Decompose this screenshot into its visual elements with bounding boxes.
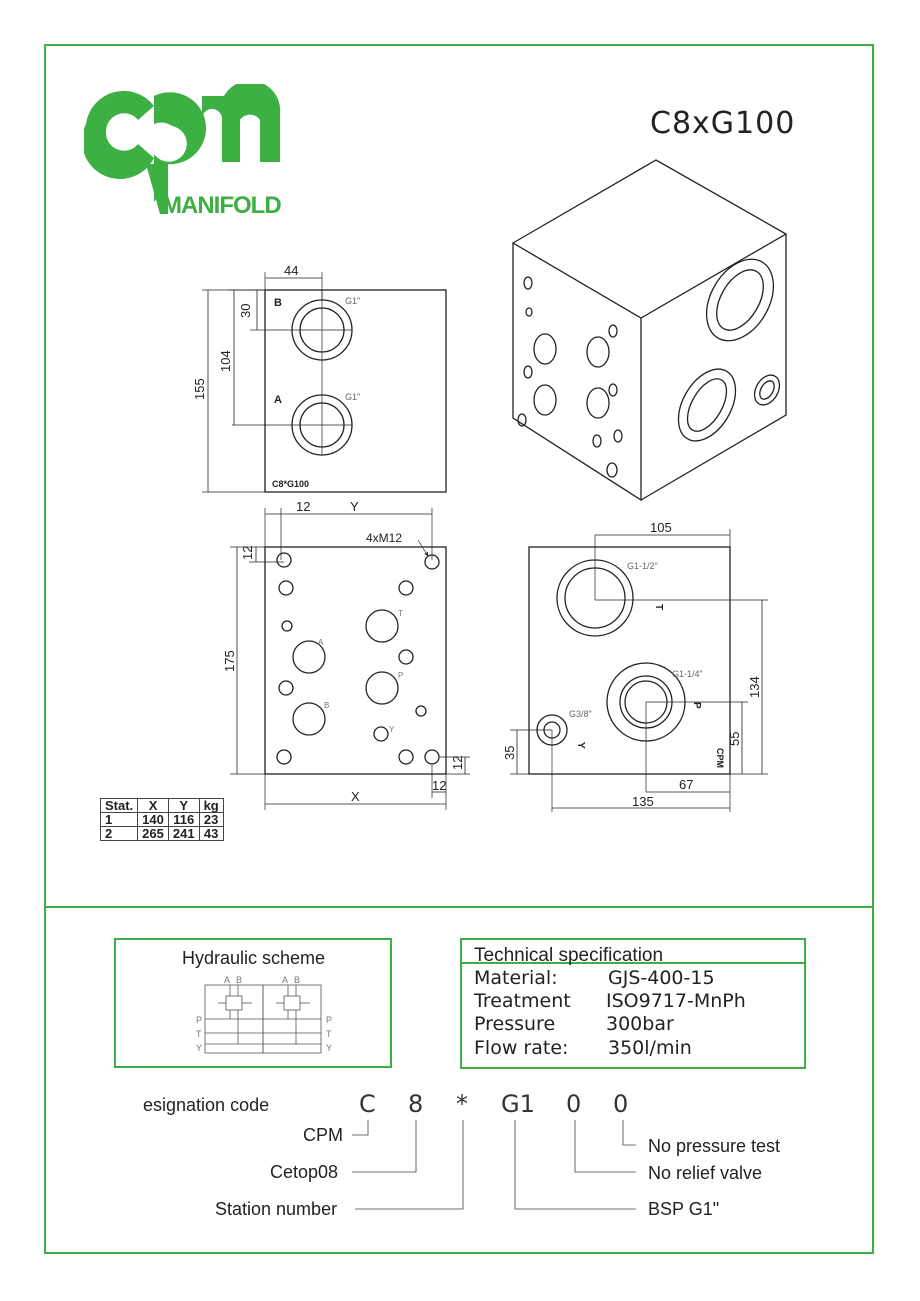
spec-label-pressure: Pressure — [474, 1013, 556, 1035]
designation-leaders — [352, 1120, 636, 1210]
code-char-g1: G1 — [501, 1090, 535, 1118]
designation-label: esignation code — [143, 1095, 270, 1115]
scheme-label-p1: P — [196, 1015, 202, 1025]
meaning-station-number: Station number — [215, 1199, 338, 1219]
scheme-label-b2: B — [294, 975, 300, 985]
port-b-label: B — [274, 297, 282, 309]
code-char-0a: 0 — [566, 1090, 582, 1118]
port-a-label: A — [274, 394, 282, 406]
thread-p-label: G1-1/4" — [672, 669, 703, 679]
dim-55: 55 — [727, 732, 742, 746]
table-row: 2 265 241 43 — [99, 826, 224, 841]
page-frame — [44, 44, 874, 1254]
dim-155: 155 — [192, 378, 207, 400]
spec-value-pressure: 300bar — [606, 1013, 674, 1035]
spec-label-material: Material: — [474, 967, 558, 989]
code-char-c: C — [359, 1090, 376, 1118]
table-cell: 23 — [198, 812, 224, 827]
scheme-label-y1: Y — [196, 1043, 202, 1053]
spec-value-material: GJS-400-15 — [608, 967, 715, 989]
code-char-8: 8 — [408, 1090, 424, 1118]
table-header-row: Stat. X Y kg — [99, 798, 224, 813]
side-port-t: T — [653, 604, 664, 610]
dim-175: 175 — [222, 650, 237, 672]
scheme-label-t2: T — [326, 1029, 332, 1039]
dim-135: 135 — [632, 794, 654, 809]
dim-134: 134 — [747, 676, 762, 698]
bottom-port-p: P — [398, 671, 403, 680]
table-cell: 116 — [167, 812, 200, 827]
front-view-label: C8*G100 — [272, 479, 309, 489]
table-header: Stat. — [99, 798, 139, 813]
dim-12-top: 12 — [296, 499, 310, 514]
bottom-port-a: A — [318, 638, 324, 647]
table-cell: 43 — [198, 826, 224, 841]
thread-t-label: G1-1/2" — [627, 561, 658, 571]
side-port-p: P — [691, 702, 702, 709]
bottom-port-t: T — [398, 609, 403, 618]
meaning-bsp-g1: BSP G1" — [648, 1199, 720, 1219]
table-cell: 241 — [167, 826, 200, 841]
table-cell: 1 — [99, 812, 139, 827]
hydraulic-scheme-drawing — [204, 984, 322, 1054]
meaning-no-pressure-test: No pressure test — [648, 1136, 781, 1156]
spec-value-treatment: ISO9717-MnPh — [606, 990, 746, 1012]
hydraulic-scheme-box — [114, 938, 392, 1068]
dim-44: 44 — [284, 263, 298, 278]
tech-spec-title: Technical specification — [474, 945, 664, 966]
spec-value-flow: 350l/min — [608, 1037, 692, 1059]
dim-12-bottom: 12 — [432, 778, 446, 793]
bottom-port-b: B — [324, 701, 329, 710]
dim-y: Y — [350, 499, 359, 514]
bottom-port-y: Y — [389, 725, 395, 734]
stations-table: Stat. X Y kg 1 140 116 23 2 265 241 43 — [99, 798, 224, 841]
meaning-no-relief-valve: No relief valve — [648, 1163, 763, 1183]
table-header: Y — [167, 798, 200, 813]
logo-manifold-text: MANIFOLD — [162, 192, 282, 219]
code-char-star: * — [456, 1090, 468, 1118]
scheme-label-t1: T — [196, 1029, 202, 1039]
front-view — [202, 272, 447, 493]
side-brand-label: CPM — [715, 748, 725, 768]
scheme-label-p2: P — [326, 1015, 332, 1025]
table-cell: 140 — [137, 812, 169, 827]
spec-label-flow: Flow rate: — [474, 1037, 569, 1059]
tech-spec-header — [460, 938, 806, 964]
scheme-label-a2: A — [282, 975, 288, 985]
spec-label-treatment: Treatment — [474, 990, 571, 1012]
code-char-0b: 0 — [613, 1090, 629, 1118]
meaning-cpm: CPM — [303, 1125, 343, 1145]
dim-x: X — [351, 789, 360, 804]
dim-35: 35 — [502, 746, 517, 760]
hydraulic-scheme-title: Hydraulic scheme — [182, 948, 326, 968]
isometric-block-view — [511, 159, 788, 502]
side-port-y: Y — [575, 742, 586, 749]
dim-67: 67 — [679, 777, 693, 792]
thread-4xm12: 4xM12 — [366, 531, 402, 545]
dim-12-right: 12 — [450, 756, 465, 770]
thread-a-label: G1" — [345, 392, 360, 402]
cpm-logo-icon — [84, 84, 281, 214]
table-header: kg — [198, 798, 224, 813]
dim-104: 104 — [218, 350, 233, 372]
scheme-label-b1: B — [236, 975, 242, 985]
dim-105: 105 — [650, 520, 672, 535]
section-divider — [44, 906, 874, 908]
scheme-label-a1: A — [224, 975, 230, 985]
side-view — [510, 529, 768, 812]
scheme-label-y2: Y — [326, 1043, 332, 1053]
dim-30: 30 — [238, 304, 253, 318]
thread-y-label: G3/8" — [569, 709, 592, 719]
bottom-view — [230, 508, 470, 810]
table-cell: 265 — [137, 826, 169, 841]
thread-b-label: G1" — [345, 296, 360, 306]
page-title: C8xG100 — [650, 106, 796, 141]
meaning-cetop08: Cetop08 — [270, 1162, 339, 1182]
table-row: 1 140 116 23 — [99, 812, 224, 827]
dim-12-left: 12 — [240, 546, 255, 560]
table-header: X — [137, 798, 169, 813]
table-cell: 2 — [99, 826, 139, 841]
